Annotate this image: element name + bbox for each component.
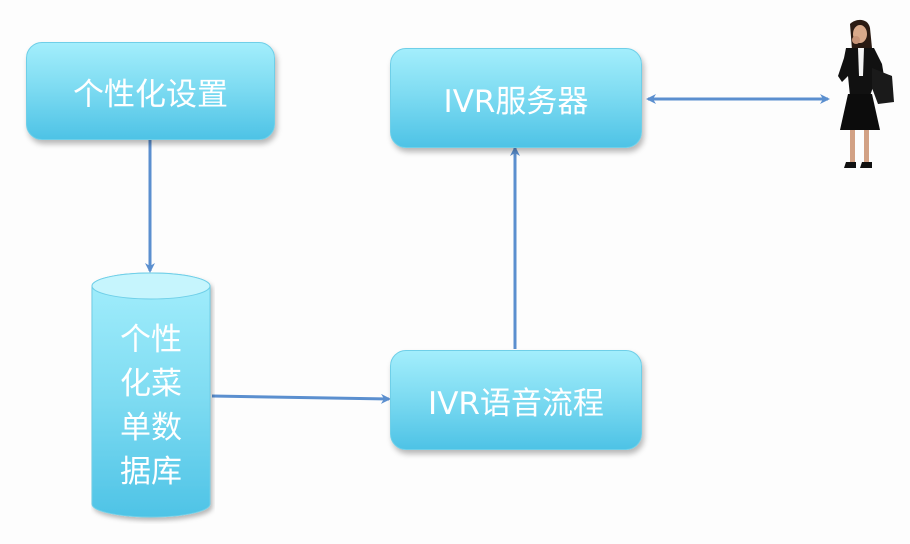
personalization-settings-label: 个性化设置 bbox=[73, 76, 228, 113]
ivr-server-label: IVR服务器 bbox=[443, 83, 589, 120]
arrow-database-to-ivr-flow bbox=[211, 393, 391, 404]
person-on-phone-icon bbox=[838, 19, 894, 168]
ivr-voice-flow-node: IVR语音流程 bbox=[390, 350, 642, 450]
ivr-voice-flow-label: IVR语音流程 bbox=[428, 385, 604, 422]
database-cylinder-shape bbox=[91, 272, 211, 518]
menu-database-node: 个性 化菜 单数 据库 bbox=[91, 272, 211, 520]
menu-database-label-line: 个性 bbox=[120, 322, 182, 358]
personalization-settings-node: 个性化设置 bbox=[26, 42, 275, 140]
menu-database-label-line: 化菜 bbox=[120, 366, 182, 402]
menu-database-label-line: 据库 bbox=[120, 454, 182, 490]
ivr-server-node: IVR服务器 bbox=[390, 48, 642, 148]
menu-database-label-line: 单数 bbox=[120, 410, 182, 446]
